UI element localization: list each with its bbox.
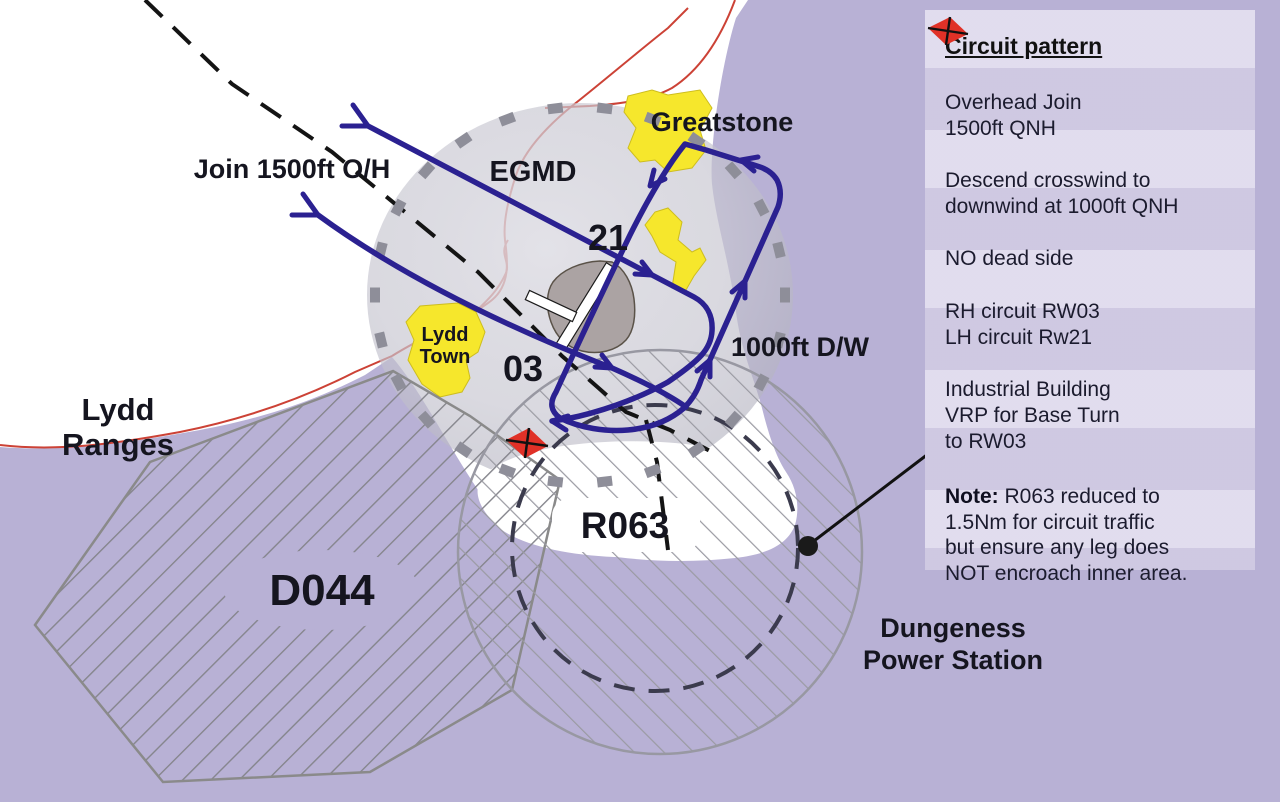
label-join: Join 1500ft O/H: [194, 154, 391, 184]
label-runway-21: 21: [588, 217, 628, 258]
atz-boundary-marker: [753, 198, 770, 217]
atz-boundary-marker: [753, 373, 770, 392]
overhead-join-line-north: [365, 123, 715, 424]
label-r063: R063: [581, 505, 669, 546]
join-fork-south: [289, 191, 321, 218]
runway-cross-strip: [524, 289, 578, 323]
industrial-building-vrp-icon: [505, 427, 549, 459]
atz-boundary-marker: [417, 161, 436, 180]
atz-boundary-marker: [390, 198, 407, 217]
lydd-town-area: [405, 302, 486, 398]
arrow-downwind-upper: [729, 278, 748, 301]
label-lydd-town-1: Lydd: [421, 324, 468, 346]
label-downwind: 1000ft D/W: [731, 332, 870, 362]
atz-boundary-marker: [772, 241, 786, 259]
join-fork-north: [339, 102, 371, 129]
atz-boundary-marker: [454, 441, 473, 459]
label-greatstone: Greatstone: [651, 107, 794, 137]
arrow-downwind-lower: [694, 357, 713, 380]
railway-line: [143, 0, 713, 454]
legend-title: Circuit pattern: [945, 33, 1103, 59]
atz-boundary-marker: [498, 111, 517, 127]
coastline-road: [0, 355, 393, 449]
label-dungeness-2: Power Station: [863, 645, 1043, 675]
legend-item-descend: Descend crosswind to downwind at 1000ft …: [945, 169, 1179, 218]
atz-boundary-marker: [547, 102, 564, 115]
greatstone-town-area: [623, 89, 713, 173]
atz-boundary-marker: [643, 463, 662, 479]
label-egmd: EGMD: [490, 156, 577, 188]
legend-item-circuits: RH circuit RW03 LH circuit Rw21: [945, 300, 1100, 349]
railway-branch: [644, 419, 670, 551]
d044-label-halo: [224, 550, 420, 630]
atz-boundary-marker: [390, 373, 407, 392]
label-lydd-ranges-1: Lydd: [82, 392, 155, 427]
atz-boundary-marker: [643, 111, 662, 127]
atz-boundary-marker: [417, 410, 436, 429]
road-greatstone: [544, 0, 736, 109]
atz-boundary-marker: [498, 463, 517, 479]
atz-marker-ring: [370, 102, 790, 488]
label-lydd-town-2: Town: [420, 346, 471, 368]
power-station-dot: [798, 536, 818, 556]
legend-item-dead-side: NO dead side: [945, 247, 1074, 271]
arrow-join-end: [549, 413, 571, 433]
label-dungeness-1: Dungeness: [880, 613, 1026, 643]
atz-boundary-marker: [454, 131, 473, 149]
arrow-join-south: [592, 352, 615, 371]
legend-note-text: R063 reduced to 1.5Nm for circuit traffi…: [945, 485, 1188, 585]
atz-boundary-marker: [374, 331, 388, 349]
atz-boundary-marker: [547, 475, 564, 488]
legend-panel: Circuit pattern Overhead Join 1500ft QNH…: [925, 10, 1255, 585]
atz-boundary-marker: [780, 287, 790, 303]
arrow-final: [647, 167, 668, 189]
overhead-join-line-south: [315, 212, 689, 410]
label-d044: D044: [269, 566, 375, 615]
atz-boundary-marker: [772, 331, 786, 349]
atz-boundary-marker: [370, 287, 380, 303]
atz-boundary-marker: [724, 161, 743, 180]
atz-boundary-marker: [596, 475, 613, 488]
label-runway-03: 03: [503, 348, 543, 389]
circuit-pattern-lines: [289, 102, 783, 434]
label-lydd-ranges-2: Ranges: [62, 427, 174, 462]
note-leader-line: [809, 449, 933, 546]
atz-boundary-marker: [596, 102, 613, 115]
arrow-base: [738, 154, 761, 174]
restricted-area-r063: [456, 348, 864, 756]
legend-vrp-text: Industrial Building VRP for Base Turn to…: [945, 378, 1120, 453]
reduced-circuit-boundary: [510, 403, 800, 693]
atz-boundary-marker: [687, 441, 706, 459]
atz-boundary-marker: [687, 131, 706, 149]
arrow-join-north: [632, 259, 655, 278]
circuit-racetrack: [549, 141, 783, 434]
atz-boundary-marker: [724, 410, 743, 429]
vrp-diamond-icon: [927, 16, 969, 46]
legend-vrp-row: Industrial Building VRP for Base Turn to…: [927, 16, 1239, 454]
legend-note: Note: R063 reduced to 1.5Nm for circuit …: [945, 484, 1239, 586]
legend-item-overhead-join: Overhead Join 1500ft QNH: [945, 91, 1082, 140]
legend-note-label: Note:: [945, 485, 999, 509]
